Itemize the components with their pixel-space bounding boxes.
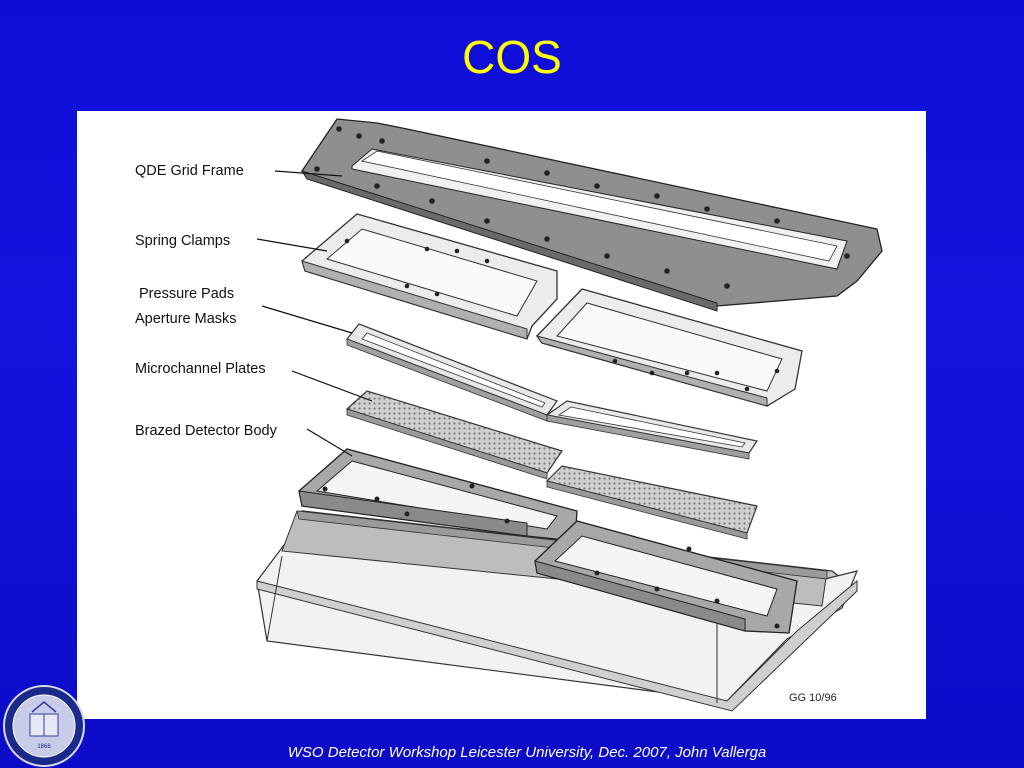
slide-footer: WSO Detector Workshop Leicester Universi…	[287, 744, 767, 761]
detector-body-frames	[298, 448, 798, 634]
label-microchannel-plates: Microchannel Plates	[135, 361, 266, 377]
leader-lines	[256, 170, 373, 457]
microchannel-plates	[345, 390, 758, 540]
drawing-code: GG 10/96	[789, 692, 837, 704]
spring-clamps	[301, 213, 803, 407]
slide-title: COS	[462, 31, 562, 83]
exploded-detector-diagram: QDE Grid Frame Spring Clamps Pressure Pa…	[135, 118, 883, 712]
qde-grid-frame	[300, 118, 883, 312]
seal-year: 1868	[37, 744, 51, 750]
label-brazed-detector-body: Brazed Detector Body	[135, 423, 278, 439]
label-spring-clamps: Spring Clamps	[135, 233, 230, 249]
aperture-masks	[346, 323, 758, 460]
label-aperture-masks: Aperture Masks	[135, 311, 237, 327]
university-seal-logo: 1868	[3, 685, 85, 767]
label-pressure-pads: Pressure Pads	[139, 286, 234, 302]
label-qde-grid-frame: QDE Grid Frame	[135, 163, 244, 179]
diagram-panel: QDE Grid Frame Spring Clamps Pressure Pa…	[77, 111, 926, 719]
